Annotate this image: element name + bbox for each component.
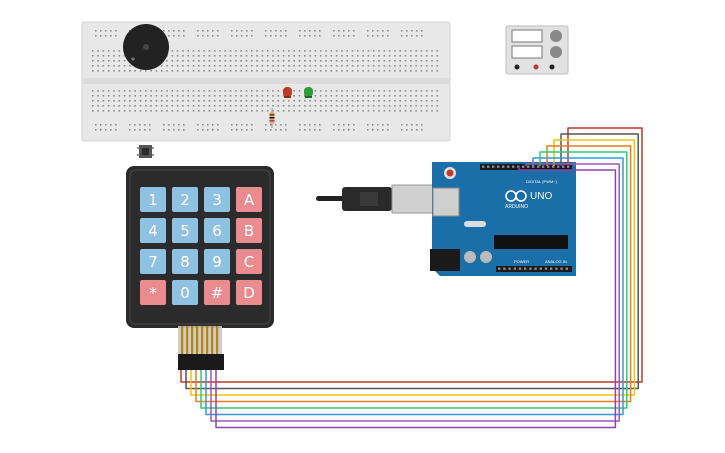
keypad-key-a[interactable]: A [236,187,262,212]
piezo-buzzer[interactable] [123,24,169,70]
keypad-key-1[interactable]: 1 [140,187,166,212]
keypad-key-9[interactable]: 9 [204,249,230,274]
wire-6[interactable] [205,157,624,416]
led-green[interactable] [304,87,313,98]
keypad-key-star[interactable]: * [140,280,166,305]
keypad-key-7[interactable]: 7 [140,249,166,274]
power-supply[interactable] [505,25,569,75]
power-label: POWER [514,259,529,264]
keypad-key-2[interactable]: 2 [172,187,198,212]
pushbutton[interactable] [137,145,154,158]
keypad-key-6[interactable]: 6 [204,218,230,243]
wire-4[interactable] [195,145,632,403]
keypad-key-b[interactable]: B [236,218,262,243]
keypad-connector [178,354,224,370]
wires[interactable] [180,127,643,429]
keypad-key-8[interactable]: 8 [172,249,198,274]
analog-label: ANALOG IN [545,259,567,264]
breadboard[interactable] [81,21,451,142]
keypad-key-5[interactable]: 5 [172,218,198,243]
power-analog-header[interactable] [496,266,572,272]
wire-8[interactable] [215,166,617,429]
resistor[interactable] [269,108,275,128]
led-red[interactable] [283,87,292,98]
usb-cable[interactable] [316,184,437,214]
digital-label: DIGITAL (PWM~) [526,179,558,184]
arduino-uno[interactable]: ARDUINO UNO DIGITAL (PWM~) POWER ANALOG … [430,162,576,276]
keypad-ribbon [181,326,219,356]
keypad-key-c[interactable]: C [236,249,262,274]
arduino-brand: ARDUINO [505,204,528,210]
keypad-key-0[interactable]: 0 [172,280,198,305]
keypad-key-4[interactable]: 4 [140,218,166,243]
keypad-key-3[interactable]: 3 [204,187,230,212]
wire-3[interactable] [190,139,636,396]
wire-5[interactable] [200,151,628,409]
keypad-key-hash[interactable]: # [204,280,230,305]
wire-7[interactable] [210,163,620,422]
arduino-logo-icon [505,190,527,202]
keypad-key-d[interactable]: D [236,280,262,305]
arduino-model: UNO [530,191,552,202]
digital-header[interactable] [480,164,572,170]
